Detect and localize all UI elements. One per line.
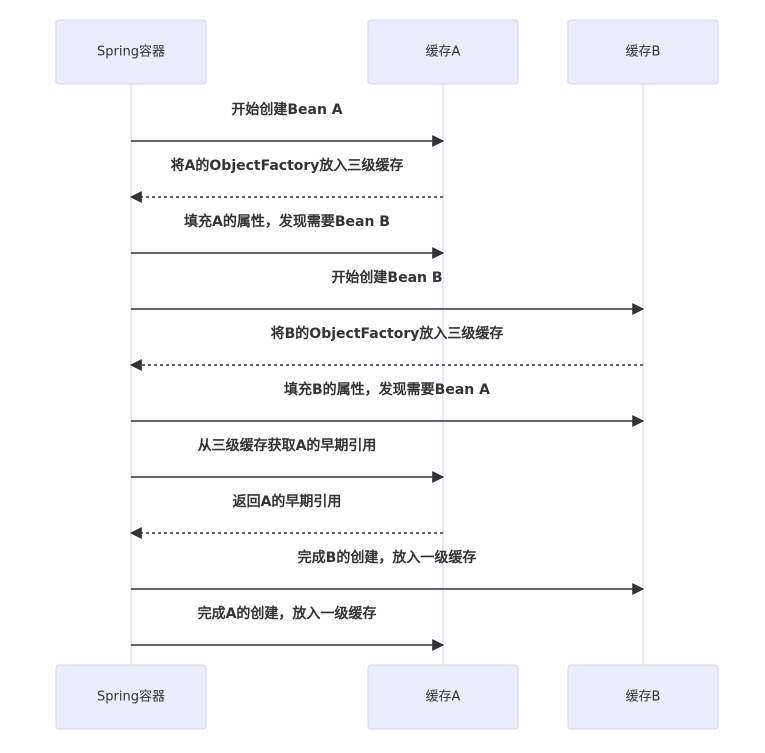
participant-box <box>567 19 719 85</box>
message-4: 开始创建Bean B <box>131 269 645 315</box>
participant-cacheB-top: 缓存B <box>567 19 719 85</box>
participant-cacheA-bottom: 缓存A <box>367 664 519 730</box>
participant-label: 缓存B <box>626 690 661 705</box>
participant-box <box>55 19 207 85</box>
message-2: 将A的ObjectFactory放入三级缓存 <box>129 157 443 203</box>
participant-label: Spring容器 <box>97 689 165 705</box>
message-9: 完成B的创建，放入一级缓存 <box>131 549 645 595</box>
message-7: 从三级缓存获取A的早期引用 <box>131 437 445 483</box>
lifelines <box>130 84 644 665</box>
message-1: 开始创建Bean A <box>131 101 445 147</box>
message-label: 从三级缓存获取A的早期引用 <box>198 437 377 454</box>
participant-label: Spring容器 <box>97 44 165 60</box>
message-6: 填充B的属性，发现需要Bean A <box>131 381 645 427</box>
message-10: 完成A的创建，放入一级缓存 <box>131 605 445 651</box>
message-8: 返回A的早期引用 <box>129 493 443 539</box>
message-label: 完成B的创建，放入一级缓存 <box>298 549 477 566</box>
message-5: 将B的ObjectFactory放入三级缓存 <box>129 325 643 371</box>
message-label: 填充A的属性，发现需要Bean B <box>184 213 390 230</box>
message-label: 开始创建Bean B <box>331 269 442 286</box>
participant-box <box>567 664 719 730</box>
participant-label: 缓存A <box>426 690 461 705</box>
message-3: 填充A的属性，发现需要Bean B <box>131 213 445 259</box>
message-label: 返回A的早期引用 <box>233 493 342 510</box>
participant-box <box>367 19 519 85</box>
participant-label: 缓存B <box>626 45 661 60</box>
participant-container-top: Spring容器 <box>55 19 207 85</box>
message-label: 将A的ObjectFactory放入三级缓存 <box>171 157 404 174</box>
participant-box <box>55 664 207 730</box>
message-label: 完成A的创建，放入一级缓存 <box>198 605 377 622</box>
participant-cacheB-bottom: 缓存B <box>567 664 719 730</box>
message-label: 开始创建Bean A <box>231 101 342 118</box>
participant-box <box>367 664 519 730</box>
messages: 开始创建Bean A 将A的ObjectFactory放入三级缓存填充A的属性，发… <box>129 101 645 651</box>
participant-label: 缓存A <box>426 45 461 60</box>
message-label: 填充B的属性，发现需要Bean A <box>284 381 490 398</box>
participant-cacheA-top: 缓存A <box>367 19 519 85</box>
participant-container-bottom: Spring容器 <box>55 664 207 730</box>
message-label: 将B的ObjectFactory放入三级缓存 <box>271 325 504 342</box>
